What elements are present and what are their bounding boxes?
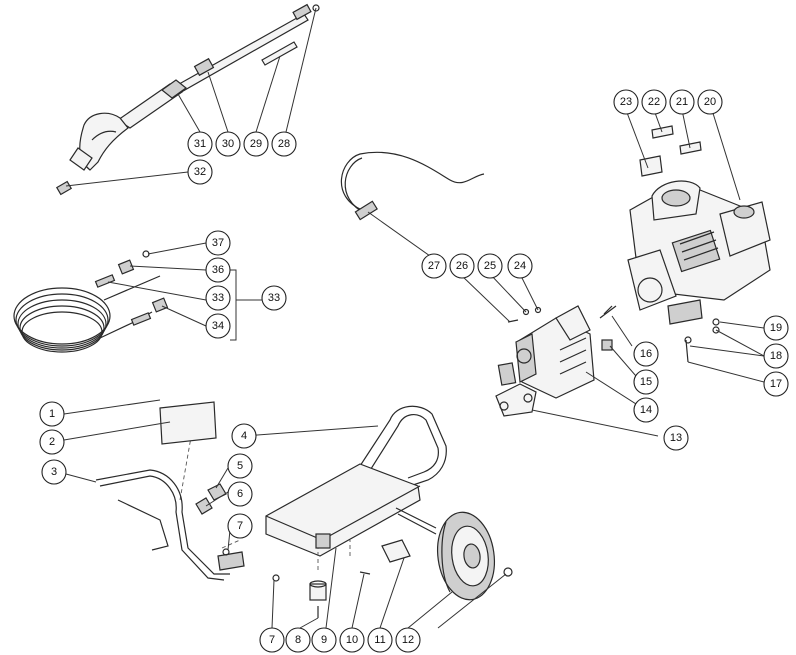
callout-label: 30 [222,138,234,150]
callout-24: 24 [507,253,533,279]
callout-label: 33 [268,292,280,304]
callout-label: 4 [241,430,247,442]
callout-label: 18 [770,350,782,362]
callout-26: 26 [449,253,475,279]
callout-label: 7 [269,634,275,646]
callout-label: 31 [194,138,206,150]
callout-37: 37 [205,230,231,256]
callout-3: 3 [41,459,67,485]
engine-decals [639,125,702,177]
hose-hanger-bracket [95,401,245,581]
frame-decal [381,539,411,563]
callout-label: 28 [278,138,290,150]
callout-8: 8 [285,627,311,653]
callout-1: 1 [39,401,65,427]
callout-label: 15 [640,376,652,388]
callout-label: 13 [670,432,682,444]
callout-20: 20 [697,89,723,115]
leader-lines [63,7,765,629]
callout-label: 20 [704,96,716,108]
callout-label: 5 [237,460,243,472]
callout-label: 1 [49,408,55,420]
callout-4: 4 [231,423,257,449]
callout-34: 34 [205,313,231,339]
callout-label: 11 [374,634,385,646]
callout-10: 10 [339,627,365,653]
callout-2: 2 [39,429,65,455]
callout-label: 33 [212,292,224,304]
callout-12: 12 [395,627,421,653]
wheel [437,511,513,601]
callout-32: 32 [187,159,213,185]
callout-19: 19 [763,315,789,341]
callout-label: 25 [484,260,496,272]
callout-label: 12 [402,634,414,646]
high-pressure-hose [13,250,169,353]
pump [495,305,720,417]
callout-label: 7 [237,520,243,532]
callout-31: 31 [187,131,213,157]
callout-label: 26 [456,260,468,272]
callout-16: 16 [633,341,659,367]
engine [627,180,771,325]
callout-33-group: 33 [261,285,287,311]
callouts: 1 2 3 4 5 6 7 7 8 9 10 11 12 13 14 15 16… [39,89,789,653]
callout-18: 18 [763,343,789,369]
callout-25: 25 [477,253,503,279]
callout-13: 13 [663,425,689,451]
cart-frame [179,405,447,618]
callout-label: 2 [49,436,55,448]
frame-fittings [195,483,371,582]
callout-11: 11 [367,627,393,653]
callout-label: 21 [676,96,688,108]
callout-28: 28 [271,131,297,157]
callout-23: 23 [613,89,639,115]
inlet-hose [340,151,485,221]
callout-label: 29 [250,138,262,150]
callout-label: 24 [514,260,526,272]
callout-27: 27 [421,253,447,279]
callout-5: 5 [227,453,253,479]
callout-17: 17 [763,371,789,397]
callout-29: 29 [243,131,269,157]
callout-label: 37 [212,237,224,249]
callout-label: 32 [194,166,206,178]
callout-33-inner: 33 [205,285,231,311]
callout-label: 16 [640,348,652,360]
callout-22: 22 [641,89,667,115]
callout-label: 3 [51,466,57,478]
callout-label: 6 [237,488,243,500]
callout-label: 36 [212,264,224,276]
callout-label: 23 [620,96,632,108]
callout-7-lower: 7 [259,627,285,653]
callout-30: 30 [215,131,241,157]
callout-36: 36 [205,257,231,283]
callout-label: 22 [648,96,660,108]
callout-9: 9 [311,627,337,653]
callout-label: 17 [770,378,782,390]
callout-label: 10 [346,634,358,646]
callout-14: 14 [633,397,659,423]
spray-gun-assembly [55,3,320,196]
callout-label: 34 [212,320,224,332]
callout-label: 27 [428,260,440,272]
callout-label: 8 [295,634,301,646]
callout-6: 6 [227,481,253,507]
callout-label: 19 [770,322,782,334]
callout-21: 21 [669,89,695,115]
callout-15: 15 [633,369,659,395]
callout-7-upper: 7 [227,513,253,539]
callout-label: 9 [321,634,327,646]
callout-label: 14 [640,404,652,416]
